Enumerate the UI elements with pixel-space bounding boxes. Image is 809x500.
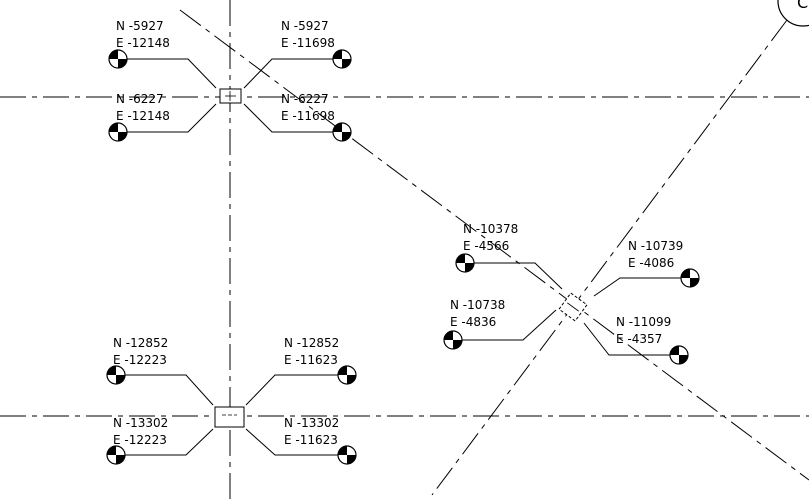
coord-east: E -12223 <box>113 353 167 367</box>
coord-north: N -5927 <box>281 19 329 33</box>
leaders-right <box>453 262 690 356</box>
coord-east: E -11698 <box>281 109 335 123</box>
coord-north: N -10739 <box>628 239 683 253</box>
coord-east: E -4566 <box>463 239 509 253</box>
grid-line-diagonal <box>179 9 809 481</box>
coord-north: N -13302 <box>284 416 339 430</box>
markers <box>106 49 700 465</box>
survey-point-marker[interactable] <box>669 345 689 365</box>
coord-north: N -6227 <box>281 92 329 106</box>
coord-east: E -12148 <box>116 36 170 50</box>
coord-east: E -4086 <box>628 256 674 270</box>
coord-east: E -11623 <box>284 353 338 367</box>
survey-point-marker[interactable] <box>106 365 126 385</box>
coord-north: N -5927 <box>116 19 164 33</box>
column-bottom-left[interactable] <box>214 406 245 428</box>
leaders-top-left <box>118 58 342 133</box>
leaders-bottom-left <box>116 374 347 456</box>
coord-north: N -11099 <box>616 315 671 329</box>
coord-north: N -12852 <box>113 336 168 350</box>
survey-point-marker[interactable] <box>108 122 128 142</box>
coord-north: N -6227 <box>116 92 164 106</box>
coord-north: N -10738 <box>450 298 505 312</box>
column-right-rotated[interactable] <box>558 292 588 322</box>
coord-north: N -12852 <box>284 336 339 350</box>
survey-point-marker[interactable] <box>332 49 352 69</box>
survey-point-marker[interactable] <box>332 122 352 142</box>
survey-point-marker[interactable] <box>108 49 128 69</box>
coord-east: E -11698 <box>281 36 335 50</box>
grid-bubble-label: C <box>797 0 808 12</box>
coord-east: E -12223 <box>113 433 167 447</box>
grid-line-diagonal-c <box>431 19 788 496</box>
coord-north: N -13302 <box>113 416 168 430</box>
survey-point-marker[interactable] <box>106 445 126 465</box>
survey-point-marker[interactable] <box>443 330 463 350</box>
coord-north: N -10378 <box>463 222 518 236</box>
column-top-left[interactable] <box>219 88 242 104</box>
coord-east: E -12148 <box>116 109 170 123</box>
survey-point-marker[interactable] <box>680 268 700 288</box>
survey-point-marker[interactable] <box>337 445 357 465</box>
grid-bubble-circle <box>777 0 809 27</box>
survey-point-marker[interactable] <box>337 365 357 385</box>
survey-point-marker[interactable] <box>455 253 475 273</box>
coordinate-labels: N -5927 E -12148 N -5927 E -11698 N -622… <box>113 19 683 447</box>
coord-east: E -11623 <box>284 433 338 447</box>
coord-east: E -4836 <box>450 315 496 329</box>
grid-bubble[interactable]: C <box>777 0 809 27</box>
coord-east: E -4357 <box>616 332 662 346</box>
